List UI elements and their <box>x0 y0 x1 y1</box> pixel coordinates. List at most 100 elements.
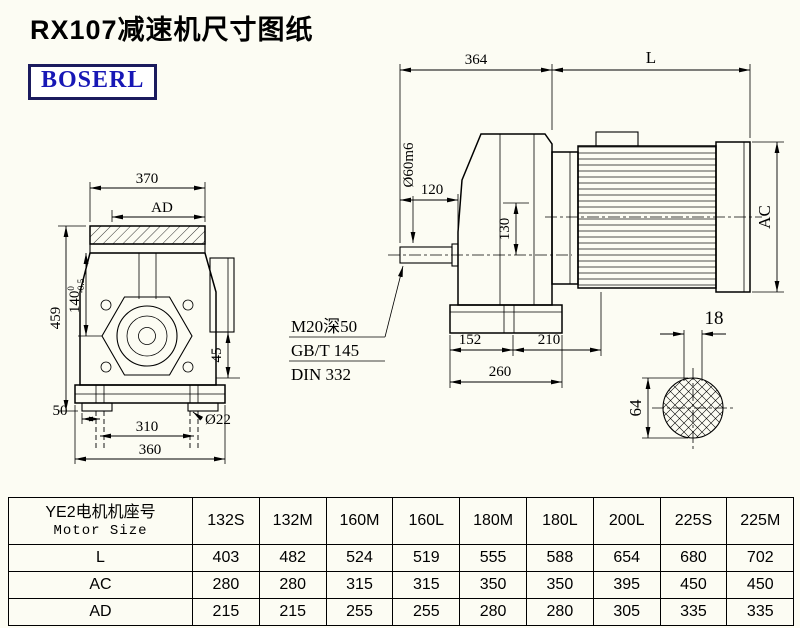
cell-ac-225s: 450 <box>659 571 728 599</box>
column-header-225m: 225M <box>726 497 795 545</box>
side-dim-l-text: L <box>646 48 656 67</box>
table-row-l: L 403 482 524 519 555 588 654 680 702 <box>8 544 795 572</box>
cell-l-132s: 403 <box>192 544 260 572</box>
front-dim-ad-text: AD <box>151 200 173 216</box>
row-label-ac: AC <box>8 571 193 599</box>
cell-ad-180l: 280 <box>525 598 594 626</box>
front-dim-o22: Ø22 <box>192 411 231 428</box>
cell-ad-225s: 335 <box>659 598 728 626</box>
detail-dim-18-text: 18 <box>705 308 724 329</box>
column-header-180l: 180L <box>525 497 594 545</box>
technical-drawing: 370 AD 459 1400-0.5 <box>48 48 784 464</box>
row-label-l: L <box>8 544 193 572</box>
cell-l-225m: 702 <box>726 544 795 572</box>
cell-ad-200l: 305 <box>592 598 661 626</box>
motor-size-header: YE2电机机座号 Motor Size <box>8 497 193 545</box>
column-header-132s: 132S <box>192 497 260 545</box>
side-dim-ac-text: AC <box>755 205 774 229</box>
front-dim-45-text: 45 <box>209 348 225 363</box>
front-dim-370-text: 370 <box>136 171 159 187</box>
front-dim-370: 370 <box>89 171 206 222</box>
side-tap-callout: M20深50 GB/T 145 DIN 332 <box>289 265 404 384</box>
cell-ac-200l: 395 <box>592 571 661 599</box>
column-header-160l: 160L <box>392 497 461 545</box>
column-header-160m: 160M <box>325 497 394 545</box>
shaft-end-circle <box>662 377 724 439</box>
cell-ac-180m: 350 <box>459 571 527 599</box>
shaft-end-detail: 18 64 <box>626 308 734 450</box>
cell-ac-160l: 315 <box>392 571 461 599</box>
cell-l-180l: 588 <box>525 544 594 572</box>
side-dim-120-text: 120 <box>421 182 444 198</box>
cell-ad-180m: 280 <box>459 598 527 626</box>
cell-ac-132m: 280 <box>258 571 327 599</box>
table-row-ad: AD 215 215 255 255 280 280 305 335 335 <box>8 598 795 626</box>
front-dim-310: 310 <box>100 419 194 439</box>
front-dim-50: 50 <box>53 403 100 424</box>
front-dim-459-text: 459 <box>48 307 64 330</box>
cell-ad-160m: 255 <box>325 598 394 626</box>
side-dim-120: 120 <box>400 182 459 240</box>
cell-ac-160m: 315 <box>325 571 394 599</box>
tap-spec-line3: DIN 332 <box>291 365 351 384</box>
front-dim-o22-text: Ø22 <box>205 412 231 428</box>
motor-size-table: YE2电机机座号 Motor Size 132S 132M 160M 160L … <box>8 497 795 626</box>
side-dim-152: 152 <box>449 332 514 388</box>
side-dim-152-text: 152 <box>459 332 482 348</box>
cell-l-225s: 680 <box>659 544 728 572</box>
cell-ac-132s: 280 <box>192 571 260 599</box>
column-header-180m: 180M <box>459 497 527 545</box>
table-header-row: YE2电机机座号 Motor Size 132S 132M 160M 160L … <box>8 497 795 545</box>
side-dim-260-text: 260 <box>489 364 512 380</box>
motor-size-header-en: Motor Size <box>53 523 148 540</box>
front-shaft-hub <box>100 296 194 376</box>
cell-ad-132s: 215 <box>192 598 260 626</box>
detail-dim-64-text: 64 <box>626 399 645 417</box>
front-dim-ad: AD <box>111 200 205 222</box>
cell-ad-225m: 335 <box>726 598 795 626</box>
front-view: 370 AD 459 1400-0.5 <box>48 171 240 464</box>
cell-l-200l: 654 <box>592 544 661 572</box>
cell-ad-132m: 215 <box>258 598 327 626</box>
front-dim-45: 45 <box>209 332 240 379</box>
detail-dim-64: 64 <box>626 377 688 439</box>
cell-l-160m: 524 <box>325 544 394 572</box>
column-header-132m: 132M <box>258 497 327 545</box>
tap-spec-line2: GB/T 145 <box>291 341 359 360</box>
side-dim-364-text: 364 <box>465 52 488 68</box>
side-dim-364: 364 <box>399 52 553 243</box>
cell-l-132m: 482 <box>258 544 327 572</box>
cell-l-160l: 519 <box>392 544 461 572</box>
side-shaft-dia-text: Ø60m6 <box>401 142 417 188</box>
front-dim-310-text: 310 <box>136 419 159 435</box>
logo-text: BOSERL <box>41 67 145 93</box>
boserl-logo: BOSERL <box>28 64 158 100</box>
side-dim-130: 130 <box>497 202 529 255</box>
side-dim-l: L <box>552 48 751 138</box>
column-header-200l: 200L <box>592 497 661 545</box>
side-dim-260: 260 <box>450 335 563 388</box>
tap-spec-line1: M20深50 <box>291 317 357 336</box>
front-dim-50-text: 50 <box>53 403 68 419</box>
table-row-ac: AC 280 280 315 315 350 350 395 450 450 <box>8 571 795 599</box>
side-motor <box>545 131 762 293</box>
side-output-shaft <box>388 243 572 267</box>
front-dim-360: 360 <box>74 405 226 464</box>
cell-ac-180l: 350 <box>525 571 594 599</box>
front-dim-140: 1400-0.5 <box>66 253 102 337</box>
cell-ac-225m: 450 <box>726 571 795 599</box>
front-base-feet <box>74 384 226 448</box>
cell-l-180m: 555 <box>459 544 527 572</box>
cell-ad-160l: 255 <box>392 598 461 626</box>
front-dim-360-text: 360 <box>139 442 162 458</box>
side-dim-210: 210 <box>513 292 602 356</box>
row-label-ad: AD <box>8 598 193 626</box>
side-dim-shaft-dia: Ø60m6 <box>401 142 417 243</box>
front-dim-140-text: 1400-0.5 <box>66 278 86 313</box>
page-title: RX107减速机尺寸图纸 <box>30 15 314 45</box>
side-dim-130-text: 130 <box>497 218 513 241</box>
front-dim-459: 459 <box>48 225 86 412</box>
side-dim-ac: AC <box>752 141 784 293</box>
side-dim-210-text: 210 <box>538 332 561 348</box>
